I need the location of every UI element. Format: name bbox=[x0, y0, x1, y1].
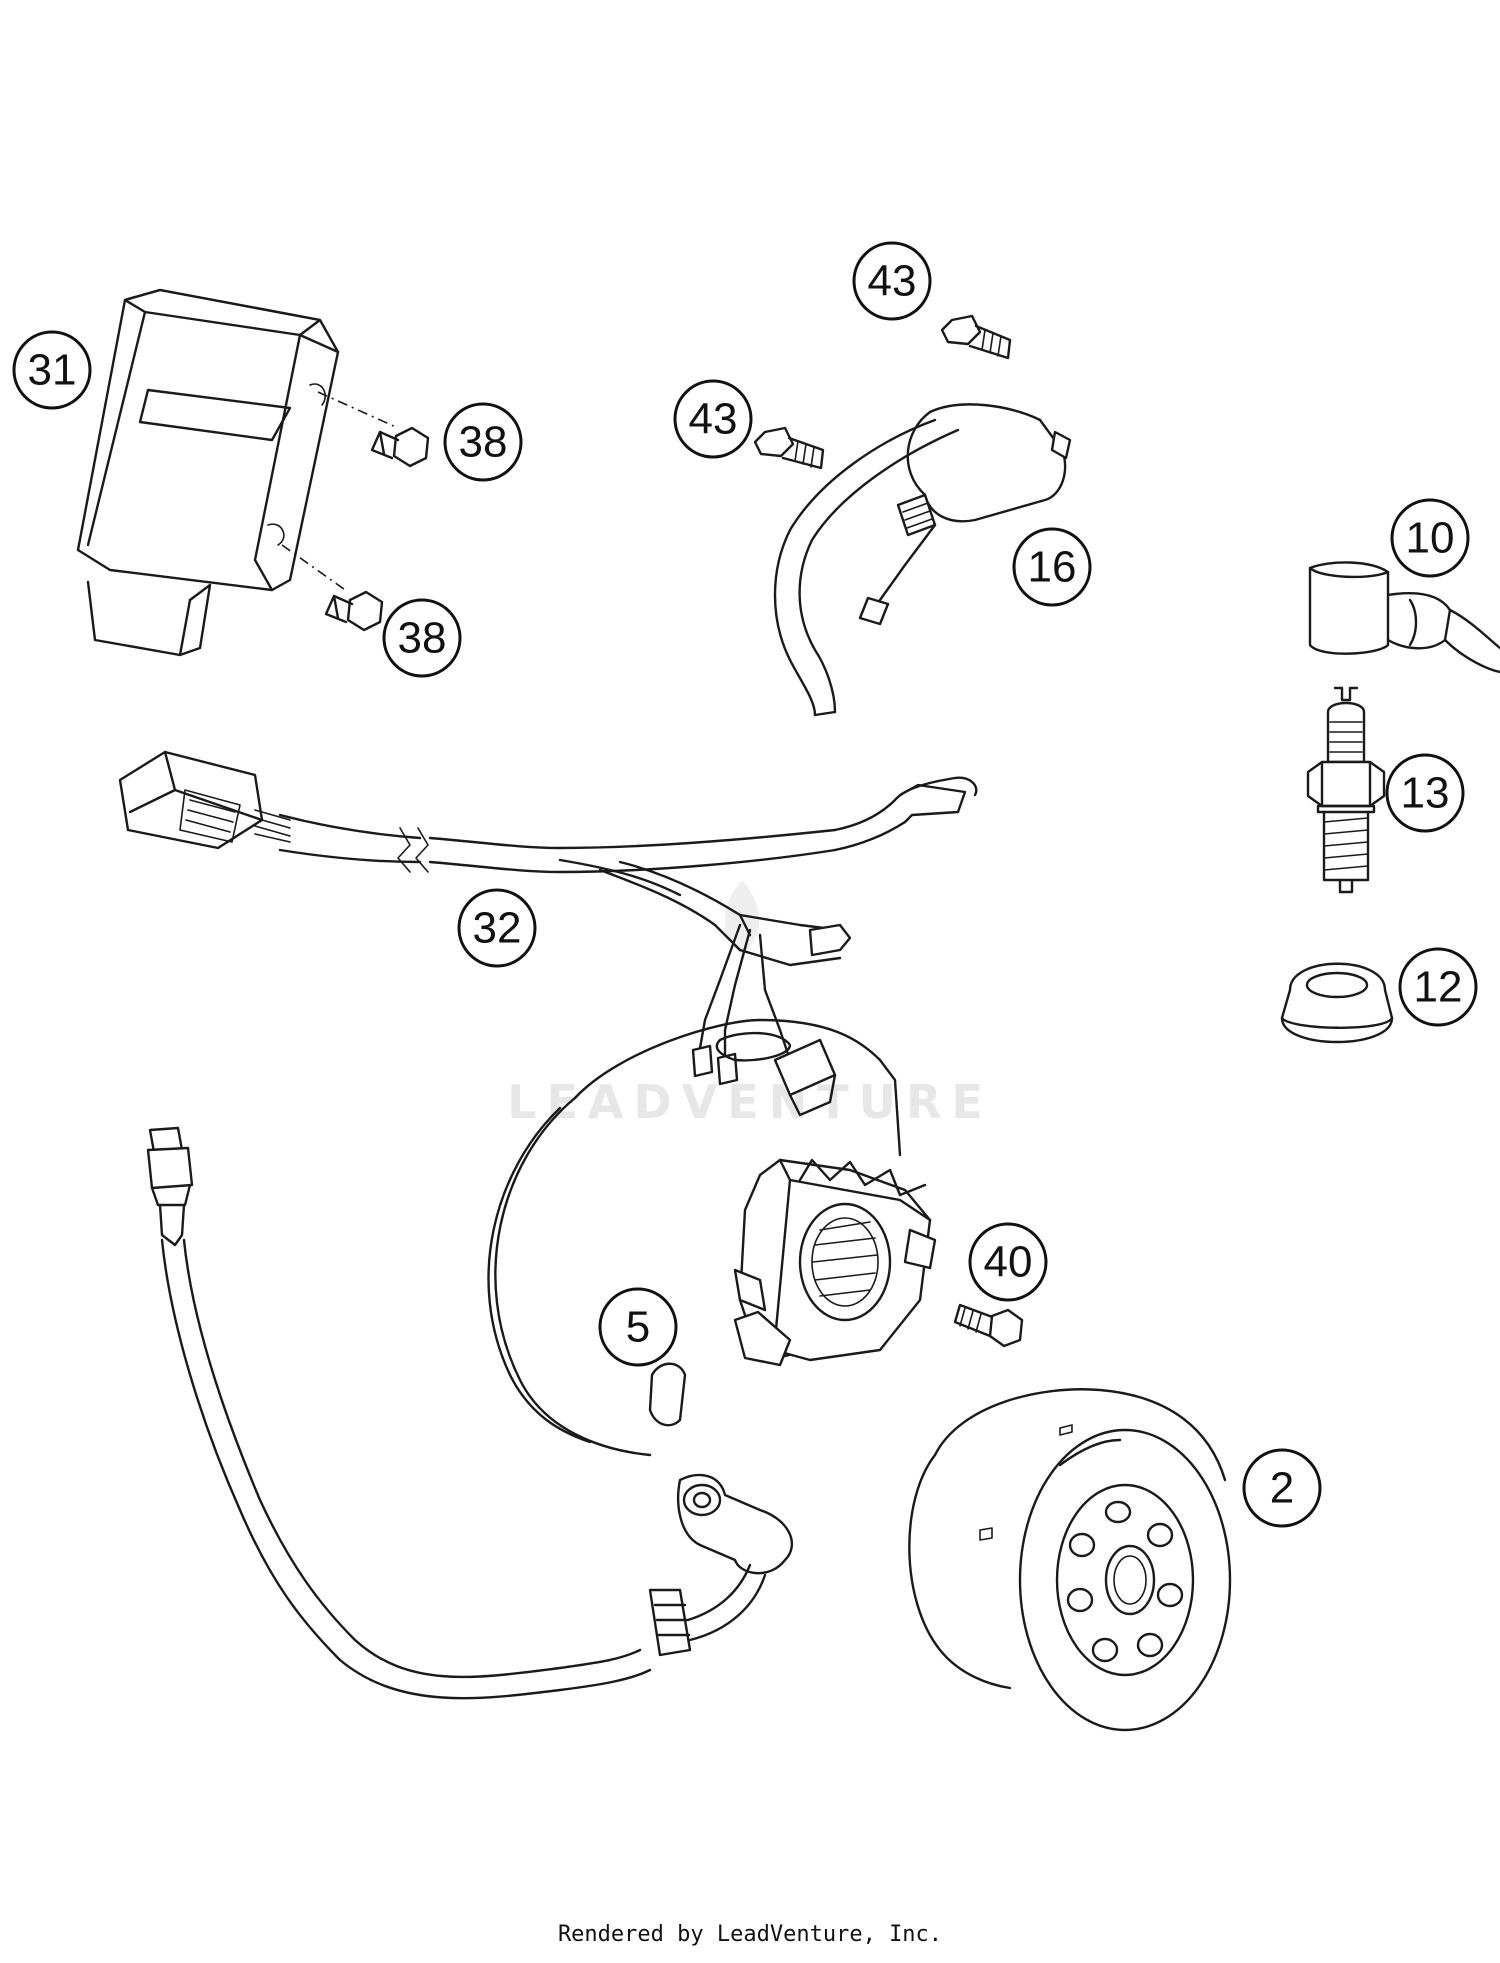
callout-16[interactable]: 16 bbox=[1012, 527, 1092, 607]
svg-text:16: 16 bbox=[1028, 543, 1077, 592]
svg-text:43: 43 bbox=[689, 395, 738, 444]
svg-text:38: 38 bbox=[459, 418, 508, 467]
callout-12[interactable]: 12 bbox=[1398, 947, 1478, 1027]
callout-38-upper[interactable]: 38 bbox=[443, 402, 523, 482]
svg-text:5: 5 bbox=[626, 1303, 650, 1352]
watermark-text: LEADVENTURE bbox=[507, 1075, 993, 1129]
svg-text:43: 43 bbox=[868, 257, 917, 306]
part-10-spark-plug-cap[interactable] bbox=[1308, 561, 1500, 674]
part-32-wiring-harness[interactable] bbox=[118, 750, 978, 1117]
svg-text:12: 12 bbox=[1414, 963, 1463, 1012]
svg-text:32: 32 bbox=[473, 904, 522, 953]
part-13-spark-plug[interactable] bbox=[1306, 686, 1386, 894]
callout-31[interactable]: 31 bbox=[12, 330, 92, 410]
part-2-flywheel-rotor[interactable] bbox=[908, 1388, 1232, 1732]
callout-40[interactable]: 40 bbox=[968, 1222, 1048, 1302]
svg-text:10: 10 bbox=[1406, 514, 1455, 563]
callout-32[interactable]: 32 bbox=[457, 888, 537, 968]
callout-43-upper[interactable]: 43 bbox=[852, 241, 932, 321]
part-5-stator[interactable] bbox=[487, 1018, 937, 1575]
part-38-bolt-upper[interactable] bbox=[317, 391, 430, 468]
callout-43-lower[interactable]: 43 bbox=[673, 379, 753, 459]
callout-10[interactable]: 10 bbox=[1390, 498, 1470, 578]
watermark: LEADVENTURE bbox=[507, 880, 993, 1129]
part-43-bolt-upper[interactable] bbox=[940, 314, 1012, 360]
part-12-washer[interactable] bbox=[1280, 962, 1394, 1044]
part-5-stator-cable[interactable] bbox=[146, 1126, 767, 1700]
callout-2[interactable]: 2 bbox=[1242, 1448, 1322, 1528]
part-43-bolt-lower[interactable] bbox=[753, 426, 825, 470]
part-38-bolt-lower[interactable] bbox=[281, 544, 384, 632]
callout-38-lower[interactable]: 38 bbox=[382, 598, 462, 678]
svg-text:40: 40 bbox=[984, 1238, 1033, 1287]
part-16-ignition-coil[interactable] bbox=[773, 403, 1072, 717]
footer-credit: Rendered by LeadVenture, Inc. bbox=[557, 1922, 943, 1947]
part-31-control-unit[interactable] bbox=[76, 288, 340, 657]
callout-13[interactable]: 13 bbox=[1385, 753, 1465, 833]
svg-text:31: 31 bbox=[28, 346, 77, 395]
svg-text:13: 13 bbox=[1401, 769, 1450, 818]
callout-5[interactable]: 5 bbox=[598, 1287, 678, 1367]
svg-text:2: 2 bbox=[1270, 1464, 1294, 1513]
svg-text:38: 38 bbox=[398, 614, 447, 663]
part-40-bolt[interactable] bbox=[953, 1303, 1024, 1348]
